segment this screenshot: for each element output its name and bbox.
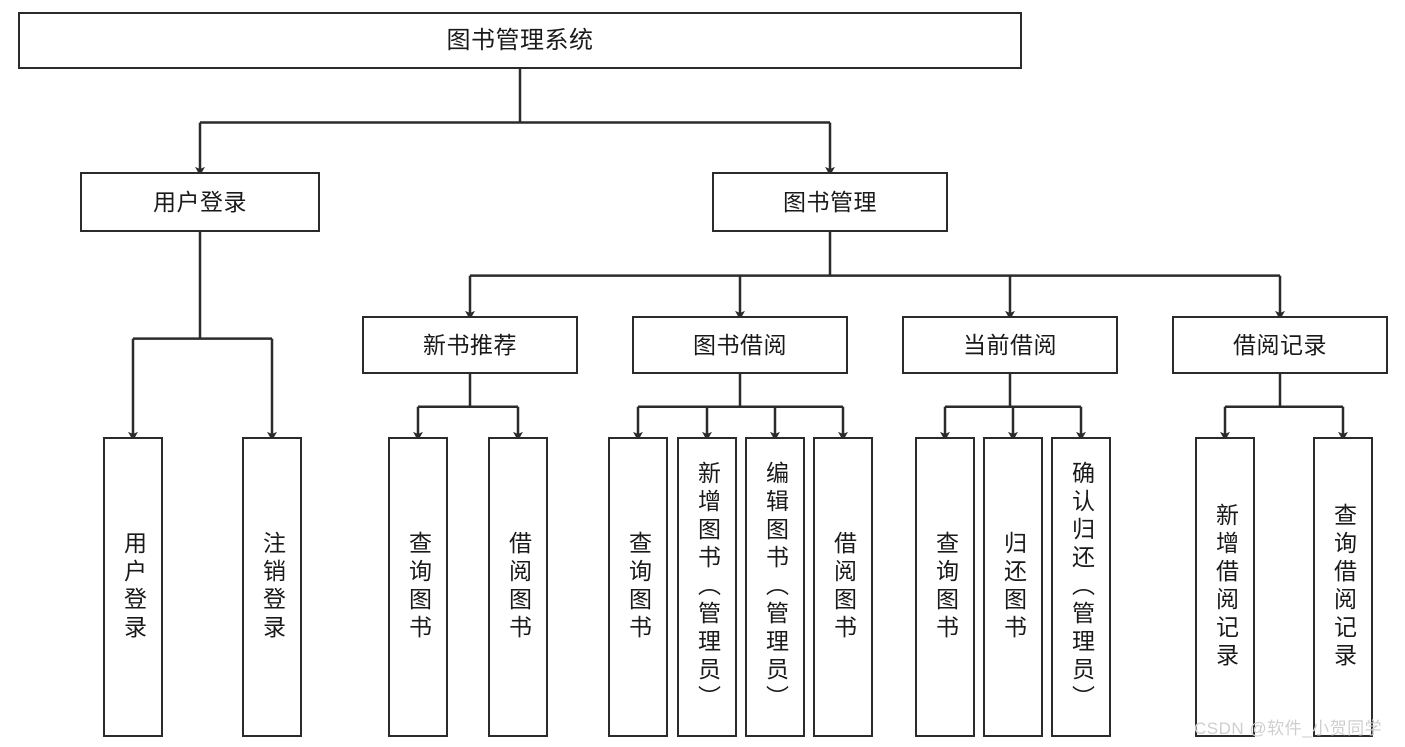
node-label: 图书管理	[783, 188, 877, 215]
node-leaf_7[interactable]: 借阅图书	[813, 437, 873, 737]
node-label: 借阅图书	[830, 531, 857, 643]
node-l1_1[interactable]: 图书管理	[712, 172, 948, 232]
csdn-watermark: CSDN @软件_小贺同学	[1194, 719, 1383, 738]
node-label: 借阅图书	[505, 531, 532, 643]
node-label: 当前借阅	[963, 331, 1057, 358]
node-label: 注销登录	[259, 531, 286, 643]
node-leaf_6[interactable]: 编辑图书（管理员）	[745, 437, 805, 737]
node-leaf_11[interactable]: 新增借阅记录	[1195, 437, 1255, 737]
node-l2_0[interactable]: 新书推荐	[362, 316, 578, 374]
node-leaf_5[interactable]: 新增图书（管理员）	[677, 437, 737, 737]
node-l2_1[interactable]: 图书借阅	[632, 316, 848, 374]
node-leaf_9[interactable]: 归还图书	[983, 437, 1043, 737]
node-root[interactable]: 图书管理系统	[18, 12, 1022, 69]
node-label: 归还图书	[1000, 531, 1027, 643]
node-label: 图书借阅	[693, 331, 787, 358]
node-label: 新增图书（管理员）	[694, 461, 721, 713]
node-label: 用户登录	[153, 188, 247, 215]
node-label: 查询图书	[405, 531, 432, 643]
node-l2_2[interactable]: 当前借阅	[902, 316, 1118, 374]
node-leaf_1[interactable]: 注销登录	[242, 437, 302, 737]
node-label: 用户登录	[120, 531, 147, 643]
node-leaf_8[interactable]: 查询图书	[915, 437, 975, 737]
node-label: 图书管理系统	[446, 26, 594, 54]
node-l2_3[interactable]: 借阅记录	[1172, 316, 1388, 374]
node-label: 查询图书	[625, 531, 652, 643]
node-label: 编辑图书（管理员）	[762, 461, 789, 713]
node-label: 新书推荐	[423, 331, 517, 358]
node-leaf_2[interactable]: 查询图书	[388, 437, 448, 737]
node-leaf_3[interactable]: 借阅图书	[488, 437, 548, 737]
node-label: 查询图书	[932, 531, 959, 643]
node-label: 借阅记录	[1233, 331, 1327, 358]
node-label: 确认归还（管理员）	[1068, 461, 1095, 713]
node-leaf_12[interactable]: 查询借阅记录	[1313, 437, 1373, 737]
node-label: 新增借阅记录	[1212, 503, 1239, 671]
node-leaf_4[interactable]: 查询图书	[608, 437, 668, 737]
node-label: 查询借阅记录	[1330, 503, 1357, 671]
node-leaf_10[interactable]: 确认归还（管理员）	[1051, 437, 1111, 737]
node-l1_0[interactable]: 用户登录	[80, 172, 320, 232]
node-leaf_0[interactable]: 用户登录	[103, 437, 163, 737]
edge-paths	[128, 69, 1348, 441]
